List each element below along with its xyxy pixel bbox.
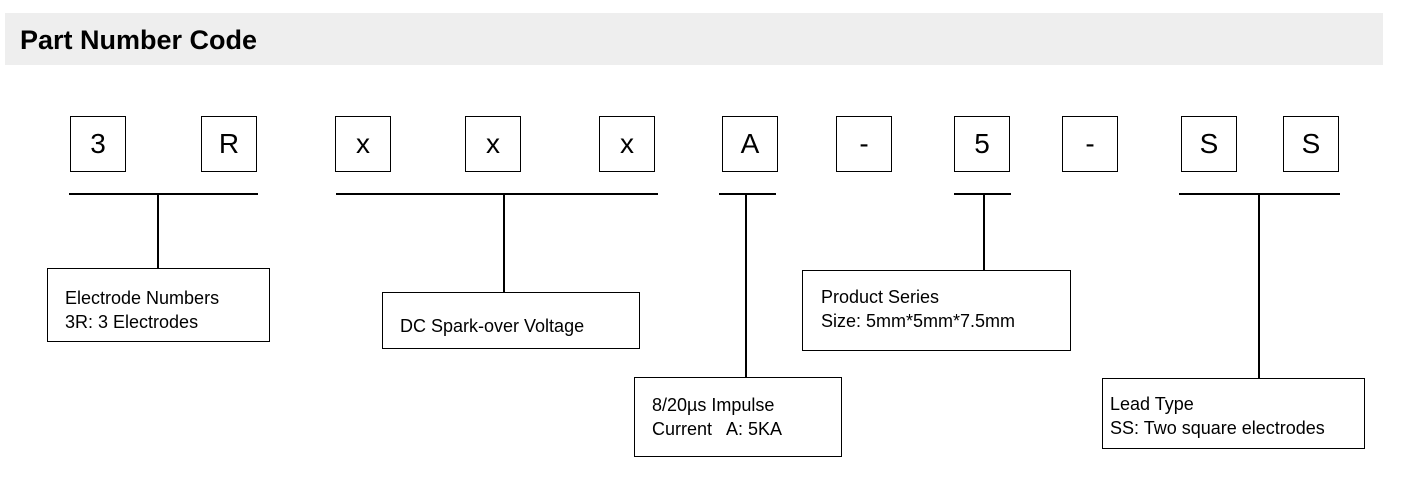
code-char-dash2: - [1062, 116, 1118, 172]
page-title: Part Number Code [20, 25, 258, 55]
group-underline-series [954, 193, 1011, 195]
code-char-dash1: - [836, 116, 892, 172]
code-char-x2: x [465, 116, 521, 172]
desc-impulse-title: 8/20µs Impulse [652, 395, 775, 415]
header-bar: Part Number Code [5, 13, 1383, 65]
group-underline-impulse [719, 193, 776, 195]
desc-lead-title: Lead Type [1110, 394, 1194, 414]
desc-lead-type: Lead Type SS: Two square electrodes [1102, 378, 1365, 449]
desc-impulse-current: 8/20µs Impulse Current A: 5KA [634, 377, 842, 457]
connector-lead [1258, 194, 1260, 379]
connector-voltage [503, 194, 505, 293]
code-char-a: A [722, 116, 778, 172]
desc-impulse-detail: Current A: 5KA [652, 419, 783, 439]
desc-electrode-title: Electrode Numbers [65, 288, 220, 308]
code-char-5: 5 [954, 116, 1010, 172]
desc-electrode-detail: 3R: 3 Electrodes [65, 312, 199, 332]
desc-series-detail: Size: 5mm*5mm*7.5mm [821, 311, 1016, 331]
desc-electrode-numbers: Electrode Numbers 3R: 3 Electrodes [47, 268, 270, 342]
code-char-x3: x [599, 116, 655, 172]
code-char-3: 3 [70, 116, 126, 172]
desc-series-title: Product Series [821, 287, 940, 307]
connector-electrode [157, 194, 159, 269]
group-underline-electrode [69, 193, 258, 195]
code-char-s2: S [1283, 116, 1339, 172]
desc-dc-spark-over-voltage: DC Spark-over Voltage [382, 292, 640, 349]
group-underline-voltage [336, 193, 658, 195]
desc-product-series: Product Series Size: 5mm*5mm*7.5mm [802, 270, 1071, 351]
desc-lead-detail: SS: Two square electrodes [1110, 418, 1325, 438]
connector-series [983, 194, 985, 271]
desc-voltage-title: DC Spark-over Voltage [400, 316, 585, 336]
code-char-s1: S [1181, 116, 1237, 172]
code-char-x1: x [335, 116, 391, 172]
code-char-r: R [201, 116, 257, 172]
connector-impulse [745, 194, 747, 378]
